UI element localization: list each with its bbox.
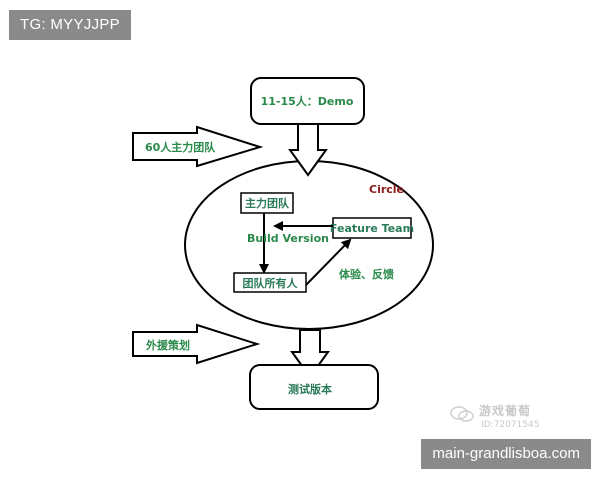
main-team-box (240, 192, 294, 214)
demo-down-arrow (288, 123, 328, 177)
all-team-box (233, 272, 307, 293)
test-version-box (249, 364, 379, 410)
url-watermark: main-grandlisboa.com (421, 439, 591, 469)
demo-box-label: 11-15人：Demo (261, 94, 354, 108)
brand-watermark: 游戏葡萄 (479, 404, 532, 418)
test-version-label: 测试版本 (288, 382, 332, 396)
circle-label: Circle (369, 183, 404, 196)
tg-watermark: TG: MYYJJPP (9, 10, 131, 40)
all-to-feature-arrow (305, 238, 352, 286)
outsource-arrow-label: 外援策划 (145, 338, 190, 352)
id-watermark: ID:72071545 (481, 420, 540, 430)
main-team-arrow-label: 60人主力团队 (145, 140, 216, 154)
outsource-arrow (132, 323, 261, 365)
all-team-box-label: 团队所有人 (243, 276, 299, 290)
feedback-label: 体验、反馈 (339, 267, 394, 281)
main-team-arrow (132, 125, 264, 168)
build-version-label: Build Version (247, 232, 329, 245)
wechat-logo-icon (450, 406, 474, 422)
main-team-box-label: 主力团队 (245, 196, 290, 210)
feature-team-label: Feature Team (330, 222, 414, 235)
feature-team-box (332, 217, 412, 239)
